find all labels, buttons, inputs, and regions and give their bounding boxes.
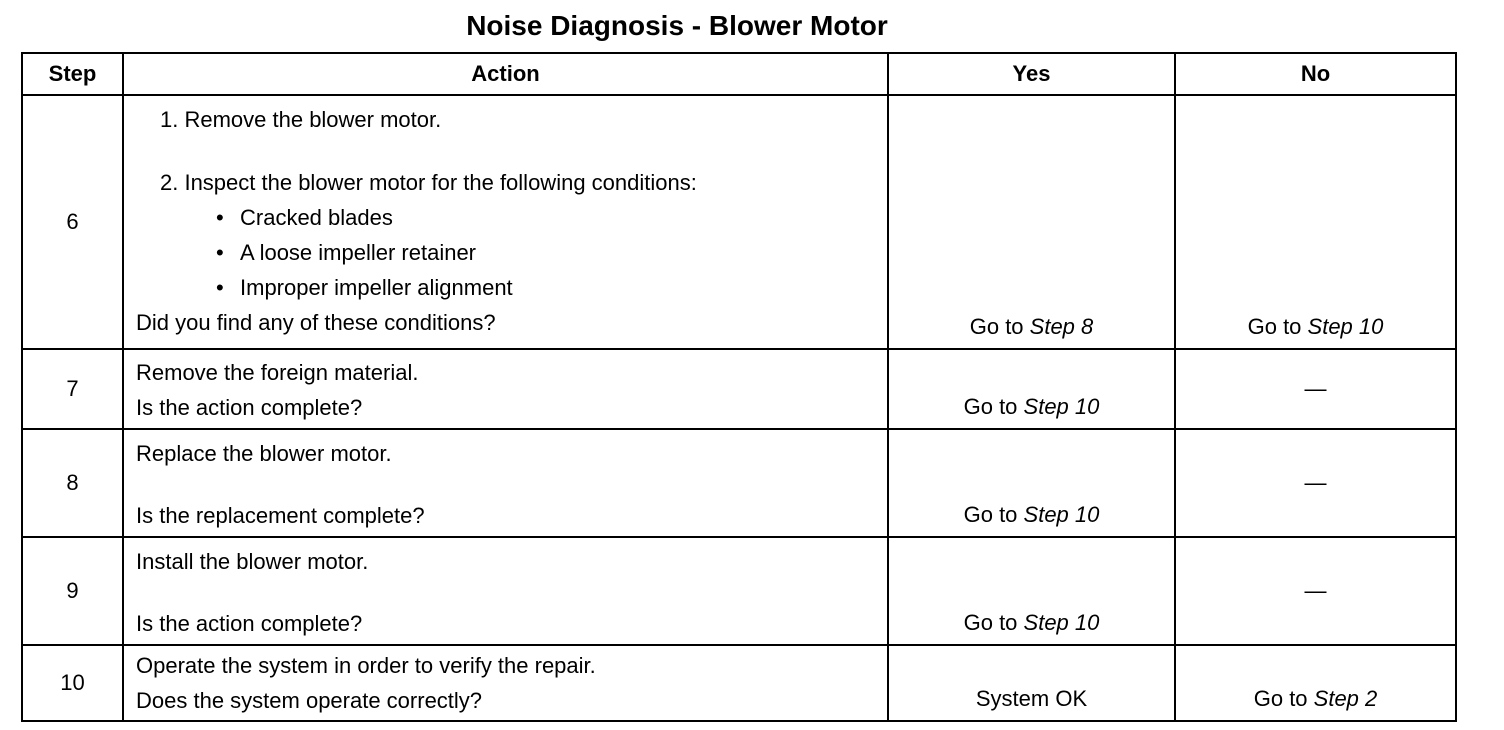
step-reference: Step 10 xyxy=(1023,394,1100,419)
step-reference: Step 2 xyxy=(1313,686,1378,711)
bullet-item: •A loose impeller retainer xyxy=(216,240,477,265)
step-reference: Step 8 xyxy=(1029,314,1094,339)
yes-result: Go to Step 10 xyxy=(887,348,1176,430)
no-result: — xyxy=(1174,536,1457,646)
table-row: 7 Remove the foreign material. Is the ac… xyxy=(21,348,1457,430)
diagnosis-table: Step Action Yes No 6 1. Remove the blowe… xyxy=(21,52,1457,722)
step-number: 9 xyxy=(21,536,124,646)
yes-result: Go to Step 8 xyxy=(887,94,1176,350)
table-row: 6 1. Remove the blower motor. 2. Inspect… xyxy=(21,94,1457,350)
yes-result: Go to Step 10 xyxy=(887,428,1176,538)
yes-result: Go to Step 10 xyxy=(887,536,1176,646)
action-item: 1. Remove the blower motor. xyxy=(160,107,442,132)
header-yes: Yes xyxy=(887,52,1176,96)
action-instruction: Replace the blower motor. xyxy=(136,440,392,466)
table-row: 10 Operate the system in order to verify… xyxy=(21,644,1457,722)
page-title: Noise Diagnosis - Blower Motor xyxy=(466,10,888,41)
no-result: — xyxy=(1174,428,1457,538)
table-row: 8 Replace the blower motor. Is the repla… xyxy=(21,428,1457,538)
action-cell: Remove the foreign material. Is the acti… xyxy=(122,348,889,430)
action-question: Did you find any of these conditions? xyxy=(136,310,496,335)
action-question: Does the system operate correctly? xyxy=(136,688,483,713)
action-question: Is the action complete? xyxy=(136,395,363,420)
step-reference: Step 10 xyxy=(1023,502,1100,527)
action-cell: Replace the blower motor. Is the replace… xyxy=(122,428,889,538)
action-cell: 1. Remove the blower motor. 2. Inspect t… xyxy=(122,94,889,350)
step-number: 7 xyxy=(21,348,124,430)
action-instruction: Operate the system in order to verify th… xyxy=(136,653,596,678)
action-cell: Install the blower motor. Is the action … xyxy=(122,536,889,646)
header-action: Action xyxy=(122,52,889,96)
action-cell: Operate the system in order to verify th… xyxy=(122,644,889,722)
action-question: Is the action complete? xyxy=(136,610,363,636)
bullet-item: •Improper impeller alignment xyxy=(216,275,513,300)
action-item: 2. Inspect the blower motor for the foll… xyxy=(160,170,697,195)
bullet-item: •Cracked blades xyxy=(216,205,393,230)
no-result: Go to Step 2 xyxy=(1174,644,1457,722)
action-instruction: Remove the foreign material. xyxy=(136,360,419,385)
step-number: 6 xyxy=(21,94,124,350)
yes-result: System OK xyxy=(887,644,1176,722)
header-row: Step Action Yes No xyxy=(21,52,1457,96)
step-number: 10 xyxy=(21,644,124,722)
table-row: 9 Install the blower motor. Is the actio… xyxy=(21,536,1457,646)
header-step: Step xyxy=(21,52,124,96)
step-reference: Step 10 xyxy=(1307,314,1384,339)
step-reference: Step 10 xyxy=(1023,610,1100,635)
header-no: No xyxy=(1174,52,1457,96)
step-number: 8 xyxy=(21,428,124,538)
no-result: — xyxy=(1174,348,1457,430)
action-instruction: Install the blower motor. xyxy=(136,548,369,574)
action-question: Is the replacement complete? xyxy=(136,502,425,528)
no-result: Go to Step 10 xyxy=(1174,94,1457,350)
